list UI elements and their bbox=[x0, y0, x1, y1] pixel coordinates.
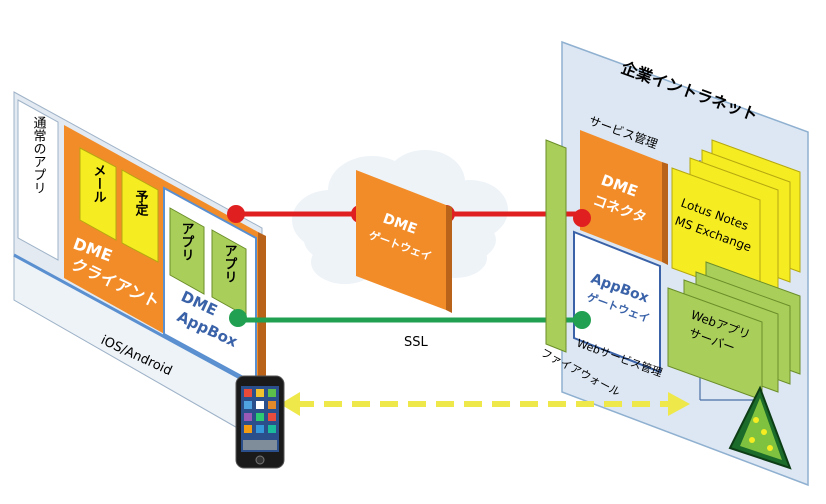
dme-connector-box bbox=[580, 130, 668, 265]
smartphone-icon bbox=[235, 375, 285, 469]
mail-label: メール bbox=[91, 164, 107, 203]
sync-arrow bbox=[280, 392, 690, 416]
server-logo-icon bbox=[728, 385, 792, 470]
app1-box bbox=[169, 207, 205, 295]
app1-label: アプリ bbox=[179, 222, 194, 261]
device-panel bbox=[13, 91, 266, 443]
ssl-label: SSL bbox=[404, 335, 429, 350]
normal-apps-box bbox=[17, 99, 59, 261]
green-link bbox=[229, 309, 591, 329]
web-app-server-stack bbox=[667, 261, 801, 401]
schedule-box bbox=[121, 169, 159, 263]
app2-label: アプリ bbox=[222, 244, 237, 283]
normal-apps-label: 通常のアプリ bbox=[31, 116, 47, 194]
schedule-label: 予定 bbox=[133, 190, 150, 217]
mail-box bbox=[79, 147, 117, 241]
firewall-bar bbox=[545, 139, 567, 353]
notes-server-stack bbox=[671, 139, 801, 301]
appbox-gateway-box bbox=[573, 230, 661, 374]
dme-gateway-box bbox=[356, 170, 452, 313]
